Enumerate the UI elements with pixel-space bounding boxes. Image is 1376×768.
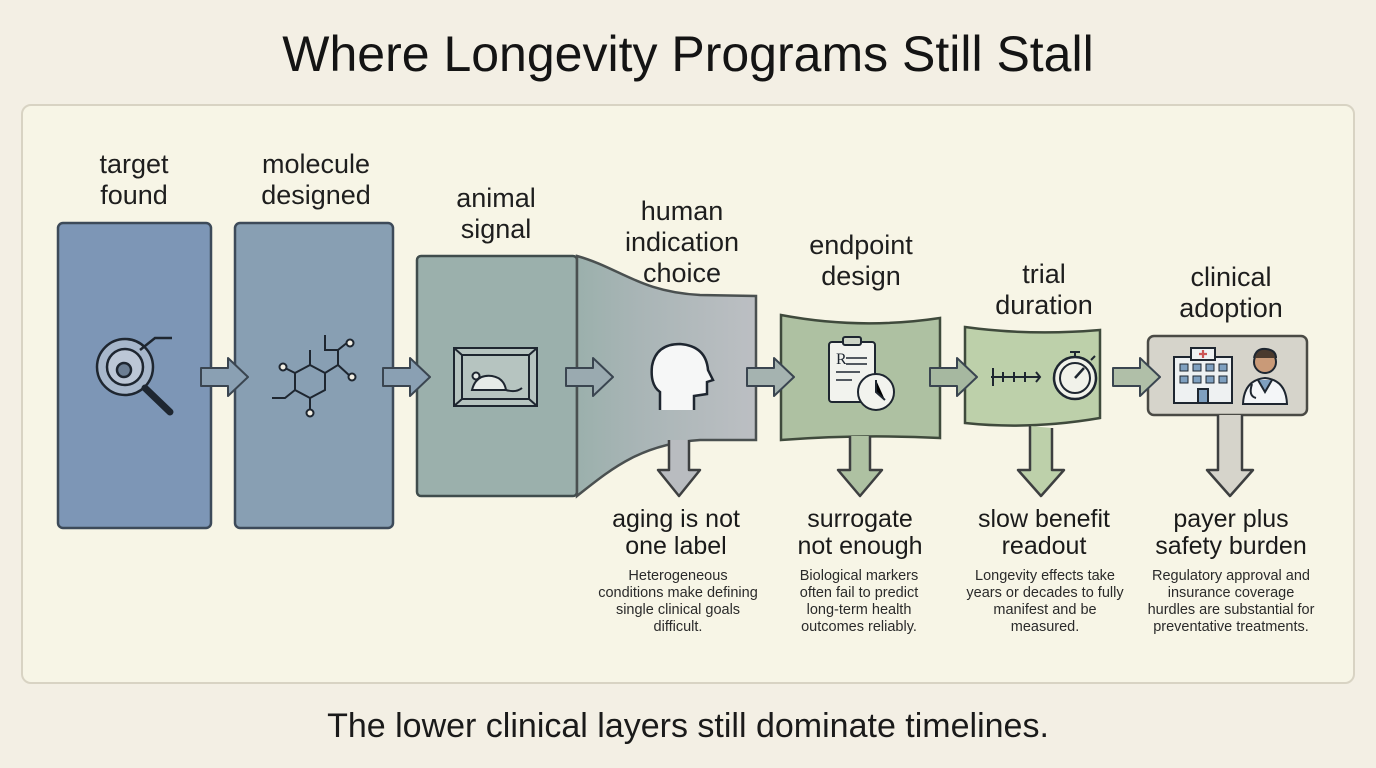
bottleneck-title-slow-benefit: slow benefit readout — [977, 505, 1111, 560]
magnifier-target-icon — [95, 336, 174, 416]
bottleneck-desc-surrogate: Biological markers often fail to predict… — [799, 568, 919, 635]
stage-label-endpoint-design: endpoint design — [809, 230, 913, 291]
bottleneck-title-payer: payer plus safety burden — [1155, 505, 1307, 560]
stage-label-target-found: target found — [99, 149, 169, 210]
flow-arrow-2 — [382, 357, 431, 397]
stage-box-molecule-designed — [233, 221, 395, 530]
down-arrow-slow-benefit — [1016, 426, 1066, 498]
molecule-structure-icon — [272, 335, 357, 418]
flow-arrow-5 — [929, 357, 978, 397]
svg-text:R: R — [836, 351, 847, 368]
flow-arrow-4 — [746, 357, 795, 397]
stopwatch-timeline-icon — [991, 351, 1098, 401]
human-head-icon — [650, 342, 715, 410]
flow-arrow-1 — [200, 357, 249, 397]
stage-label-human-indication: human indication choice — [624, 196, 740, 288]
bottleneck-desc-payer: Regulatory approval and insurance covera… — [1147, 568, 1315, 635]
stage-label-trial-duration: trial duration — [995, 259, 1093, 320]
flow-arrow-6 — [1112, 357, 1161, 397]
footer-caption: The lower clinical layers still dominate… — [327, 707, 1049, 745]
down-arrow-aging — [656, 440, 702, 498]
flow-arrow-3 — [565, 357, 614, 397]
hospital-doctor-icon — [1173, 347, 1289, 405]
stage-label-animal-signal: animal signal — [456, 183, 536, 244]
stage-label-clinical-adoption: clinical adoption — [1179, 262, 1283, 323]
stage-label-molecule-designed: molecule designed — [261, 149, 371, 210]
down-arrow-payer — [1205, 415, 1255, 498]
mouse-cage-icon — [453, 347, 538, 407]
diagram-title: Where Longevity Programs Still Stall — [282, 26, 1094, 82]
clipboard-clock-icon: R — [828, 336, 895, 411]
bottleneck-title-surrogate: surrogate not enough — [797, 505, 923, 560]
bottleneck-title-aging: aging is not one label — [612, 505, 740, 560]
bottleneck-desc-aging: Heterogeneous conditions make defining s… — [598, 568, 758, 635]
down-arrow-surrogate — [836, 436, 884, 498]
bottleneck-desc-slow-benefit: Longevity effects take years or decades … — [966, 568, 1124, 635]
